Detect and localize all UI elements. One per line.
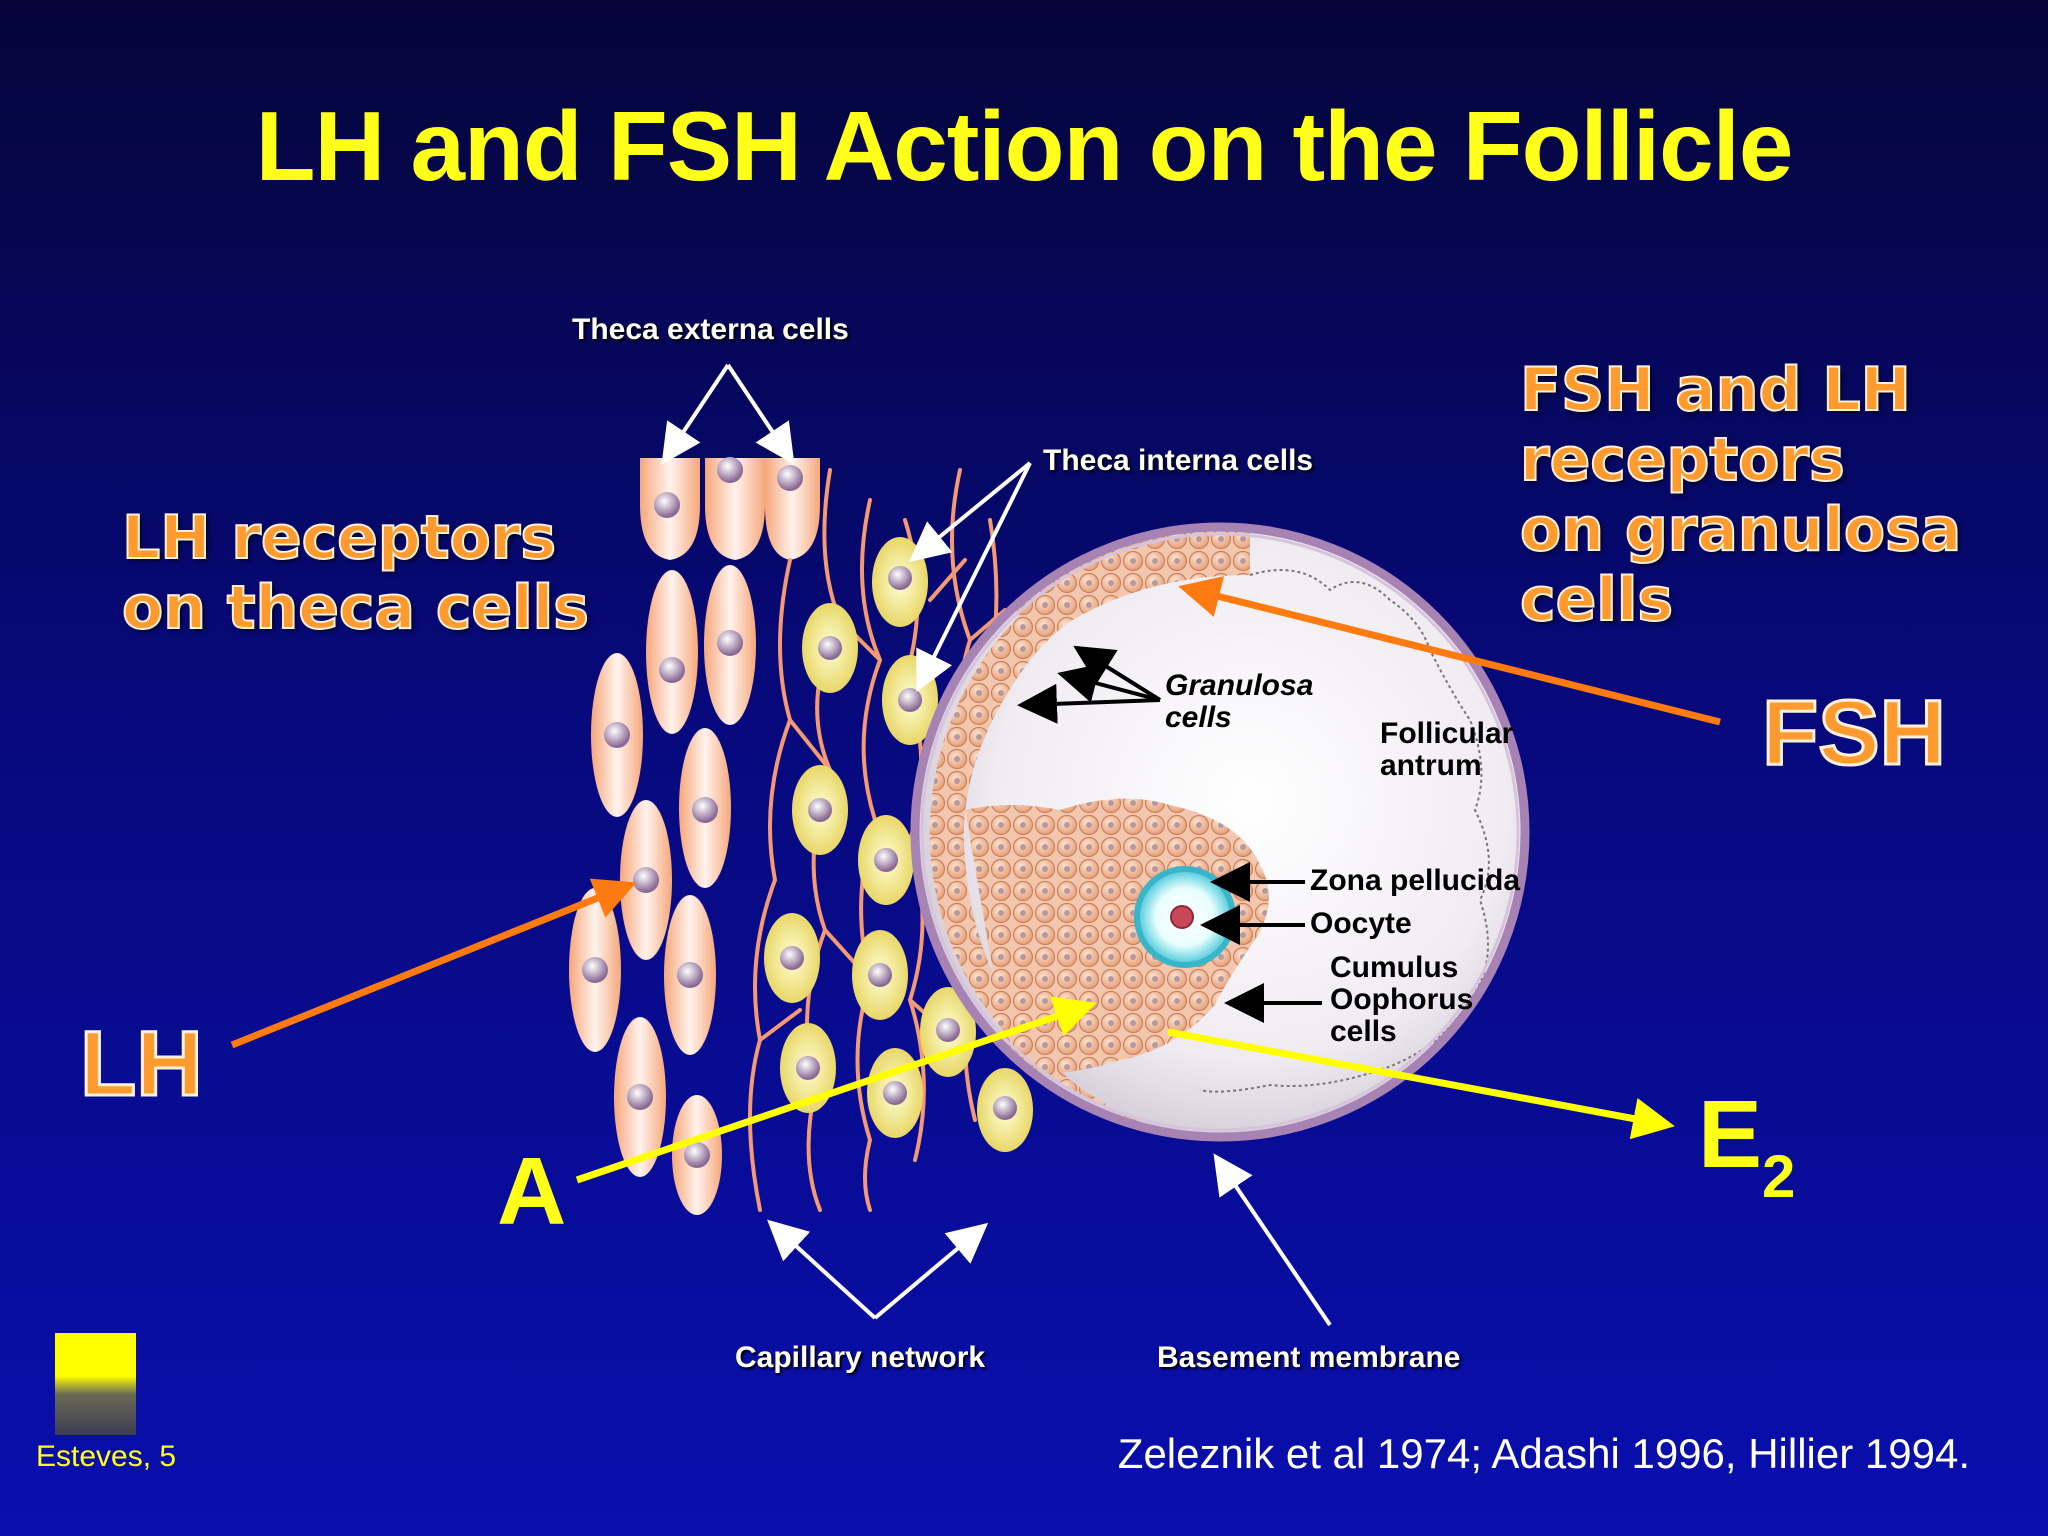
- zona-pellucida-label: Zona pellucida: [1310, 864, 1521, 897]
- basement-membrane-label: Basement membrane: [1157, 1341, 1461, 1374]
- lh-receptors-callout: LH receptors on theca cells: [121, 502, 590, 644]
- estradiol-label-base: E: [1698, 1081, 1763, 1188]
- granulosa-label-line1: Granulosa: [1165, 669, 1314, 702]
- lh-receptors-line2: on theca cells: [121, 572, 590, 644]
- fsh-lh-line3: on granulosa: [1519, 494, 1962, 566]
- footer-color-swatch: [55, 1333, 136, 1435]
- theca-interna-label: Theca interna cells: [1043, 444, 1314, 477]
- cumulus-label-line2: Oophorus: [1330, 983, 1474, 1016]
- follicular-antrum-label: Follicular antrum: [1380, 718, 1513, 782]
- follicular-label-line2: antrum: [1380, 749, 1482, 782]
- theca-interna-cells: [764, 537, 1033, 1152]
- granulosa-label-line2: cells: [1165, 701, 1232, 734]
- fsh-lh-receptors-callout: FSH and LH receptors on granulosa cells: [1519, 354, 1962, 636]
- cumulus-label: Cumulus Oophorus cells: [1330, 952, 1473, 1048]
- granulosa-label: Granulosa cells: [1165, 670, 1313, 734]
- white-arrows: [661, 363, 1332, 1327]
- cumulus-label-line1: Cumulus: [1330, 951, 1459, 984]
- androgen-arrow: [575, 996, 1097, 1184]
- slide-title: LH and FSH Action on the Follicle: [255, 91, 1794, 201]
- estradiol-arrow: [1167, 1028, 1675, 1140]
- fsh-lh-line2: receptors: [1519, 424, 1846, 496]
- androgen-label: A: [497, 1138, 567, 1245]
- fsh-arrow: [1178, 576, 1721, 726]
- fsh-label: FSH: [1761, 681, 1948, 786]
- capillary-network-label: Capillary network: [735, 1341, 986, 1374]
- follicular-label-line1: Follicular: [1380, 717, 1514, 750]
- fsh-lh-line1: FSH and LH: [1519, 354, 1912, 426]
- estradiol-label: E2: [1698, 1080, 1795, 1210]
- theca-externa-label: Theca externa cells: [572, 313, 849, 346]
- estradiol-label-subscript: 2: [1762, 1143, 1796, 1210]
- citation: Zeleznik et al 1974; Adashi 1996, Hillie…: [1117, 1430, 1970, 1477]
- lh-label: LH: [79, 1012, 205, 1117]
- black-arrows: [1017, 645, 1322, 1023]
- cumulus-label-line3: cells: [1330, 1015, 1397, 1048]
- lh-arrow: [230, 878, 637, 1049]
- footer-label: Esteves, 5: [36, 1440, 177, 1473]
- theca-externa-cells: [569, 457, 820, 1215]
- fsh-lh-line4: cells: [1519, 564, 1674, 636]
- oocyte-label: Oocyte: [1310, 907, 1412, 940]
- lh-receptors-line1: LH receptors: [121, 502, 557, 574]
